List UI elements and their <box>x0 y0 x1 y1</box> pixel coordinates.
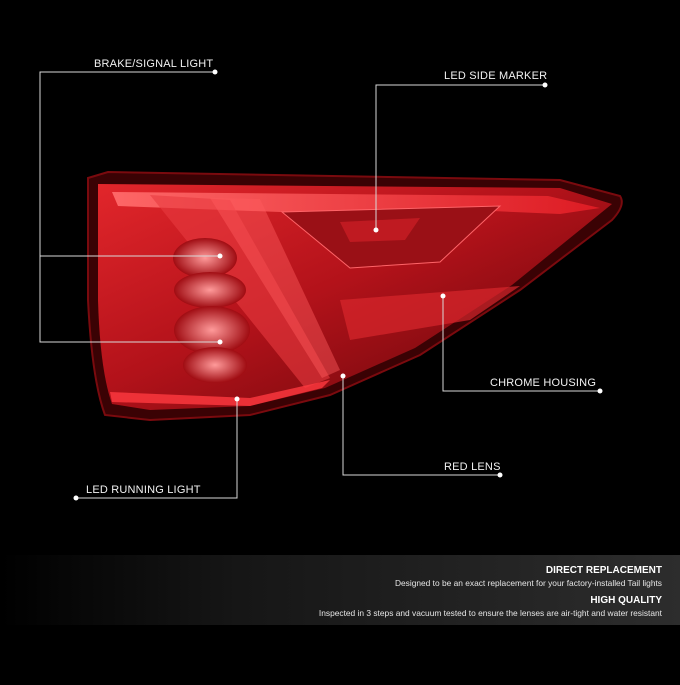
callout-chrome-housing: CHROME HOUSING <box>490 377 597 389</box>
feature-panel: DIRECT REPLACEMENT Designed to be an exa… <box>0 555 680 625</box>
feature-title-high-quality: HIGH QUALITY <box>590 595 662 606</box>
feature-text-high-quality: Inspected in 3 steps and vacuum tested t… <box>318 608 662 618</box>
feature-text-direct-replacement: Designed to be an exact replacement for … <box>394 578 662 588</box>
chrome-housing-area <box>340 286 520 340</box>
callout-lines <box>39 71 600 499</box>
callout-led-running-light: LED RUNNING LIGHT <box>86 484 201 496</box>
callout-red-lens: RED LENS <box>444 461 501 473</box>
feature-title-direct-replacement: DIRECT REPLACEMENT <box>545 565 662 576</box>
running-light-strip <box>110 380 330 406</box>
callout-led-side-marker: LED SIDE MARKER <box>444 70 548 82</box>
callout-brake-signal: BRAKE/SIGNAL LIGHT <box>94 58 214 70</box>
callout-dots <box>73 69 603 501</box>
